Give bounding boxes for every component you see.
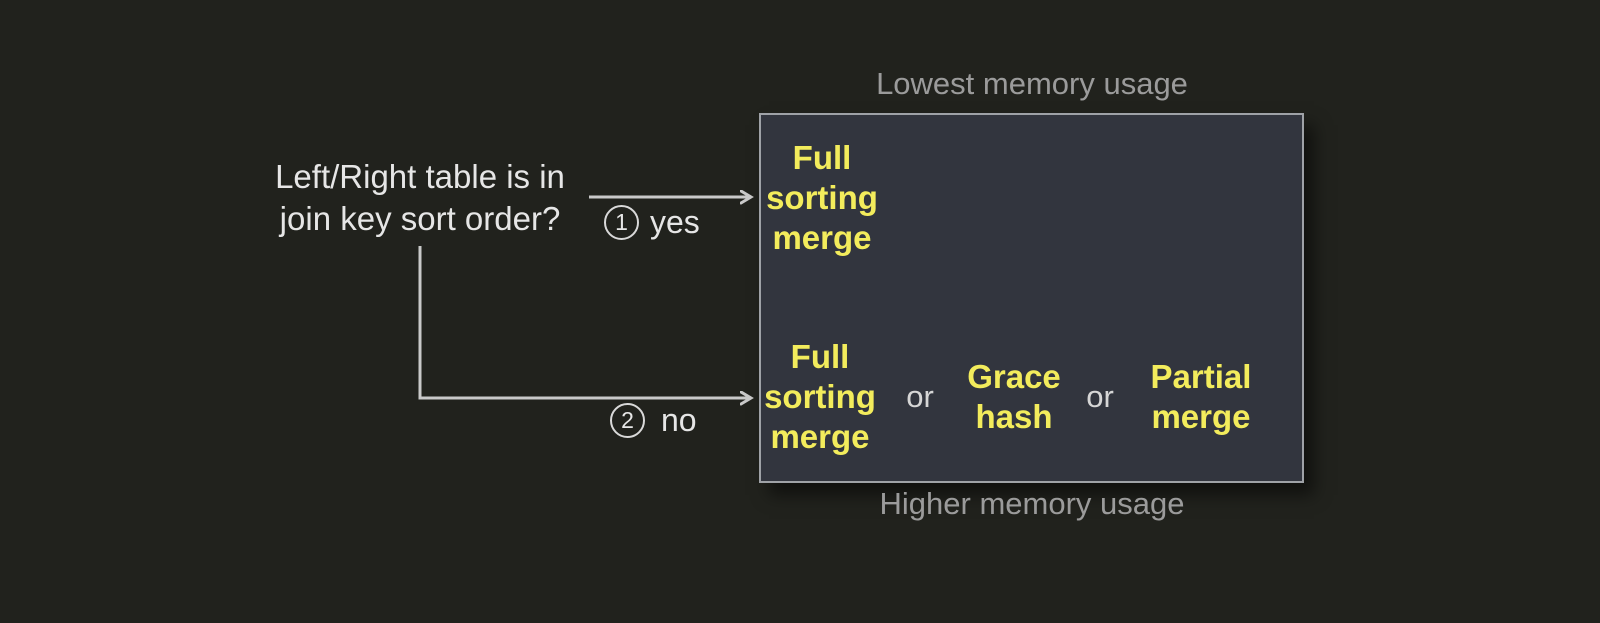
circled-number-2-icon: 2 [610,403,645,438]
branch-label-yes: 1 yes [604,204,700,241]
option-line: Full [792,139,852,176]
caption-higher-memory: Higher memory usage [879,486,1185,521]
question-line-1: Left/Right table is in [275,158,565,195]
option-line: sorting [766,179,878,216]
option-line: merge [1151,398,1251,435]
option-line: Partial [1150,358,1252,395]
branch-label-no: 2 no [610,402,697,439]
question-line-2: join key sort order? [279,200,561,237]
memory-usage-box [759,113,1304,483]
option-line: merge [770,418,870,455]
caption-lowest-memory: Lowest memory usage [876,66,1188,101]
branch-yes-text: yes [650,204,700,240]
option-line: merge [772,219,872,256]
option-line: sorting [764,378,876,415]
option-grace-hash: Grace hash [934,357,1094,437]
question-text: Left/Right table is in join key sort ord… [240,156,600,240]
no-arrow-elbow [418,246,751,398]
option-line: Full [790,338,850,375]
or-separator-1: or [906,379,934,414]
branch-no-text: no [661,402,697,438]
or-separator-2: or [1086,379,1114,414]
option-full-sorting-merge-sorted: Full sorting merge [752,138,892,258]
option-line: Grace [967,358,1061,395]
option-line: hash [975,398,1053,435]
option-partial-merge: Partial merge [1116,357,1286,437]
option-full-sorting-merge-unsorted: Full sorting merge [750,337,890,457]
circled-number-1-icon: 1 [604,205,639,240]
